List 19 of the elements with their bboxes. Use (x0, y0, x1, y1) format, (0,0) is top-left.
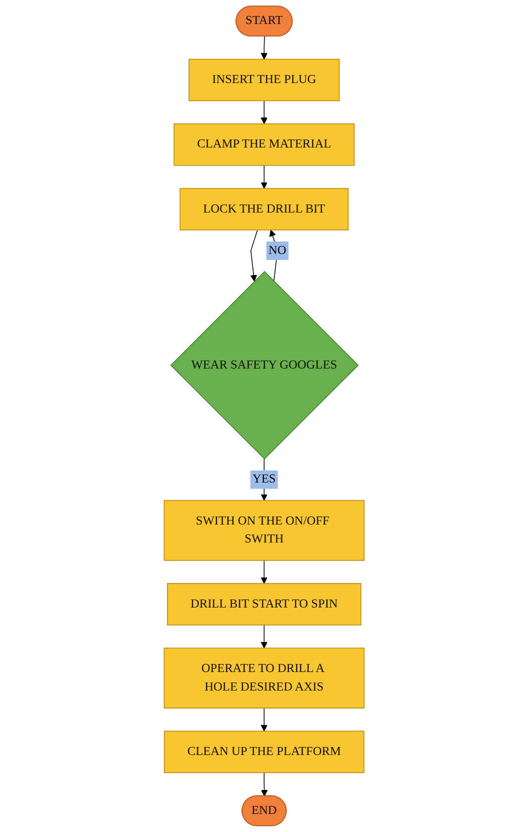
node-box: LOCK THE DRILL BIT (180, 188, 349, 230)
node-box: CLEAN UP THE PLATFORM (164, 730, 365, 774)
arrow (250, 230, 258, 282)
arrow (261, 36, 268, 60)
arrow (261, 164, 268, 189)
arrow (261, 100, 268, 124)
arrow (261, 560, 268, 584)
node-box: DRILL BIT START TO SPIN (167, 583, 362, 626)
node-box: CLAMP THE MATERIAL (174, 123, 355, 166)
arrow (261, 772, 268, 796)
node-box: SWITH ON THE ON/OFF SWITH (164, 500, 365, 561)
arrow (261, 708, 268, 732)
node-box: OPERATE TO DRILL A HOLE DESIRED AXIS (164, 648, 365, 708)
edge-label: NO (268, 244, 287, 257)
node-diamond: WEAR SAFETY GOOGLES (170, 270, 360, 460)
arrow (261, 624, 268, 648)
edge-label: YES (252, 472, 276, 486)
arrow (270, 230, 278, 282)
node-box: INSERT THE PLUG (189, 58, 340, 102)
